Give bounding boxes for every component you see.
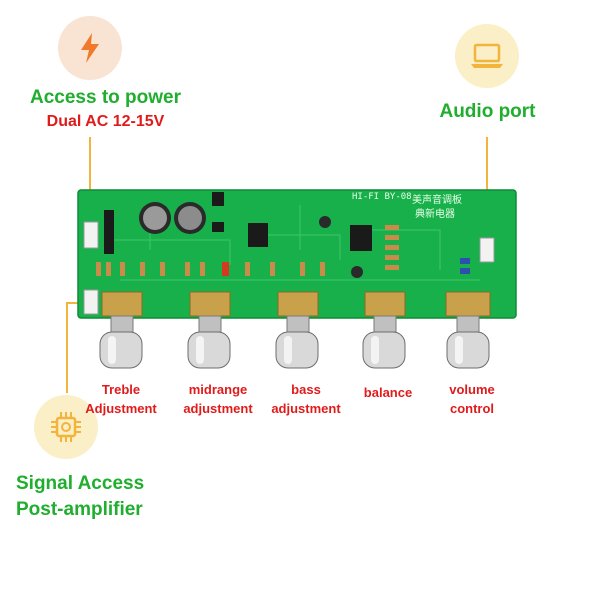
knob-label-line1: midrange: [188, 382, 248, 397]
signal-title-line2: Post-amplifier: [16, 499, 143, 520]
knob-label-line2: control: [449, 401, 495, 416]
power-title: Access to power: [30, 87, 181, 108]
audio-title: Audio port: [439, 101, 536, 122]
knob-label-line1: volume: [449, 382, 495, 397]
knob-label-line2: adjustment: [183, 401, 253, 416]
knob-label-line2: Adjustment: [85, 401, 157, 416]
power-subtitle: Dual AC 12-15V: [46, 113, 165, 130]
lightning-bolt-icon: [81, 33, 99, 63]
signal-leader-line: [66, 303, 68, 393]
signal-icon-circle: [34, 395, 98, 459]
knob-label-treble: Treble Adjustment: [78, 380, 164, 418]
signal-title-line1: Signal Access: [16, 473, 145, 494]
knob-label-volume: volume control: [430, 380, 514, 418]
board-silkscreen-model: HI-FI BY-08: [352, 192, 412, 202]
knob-label-line1: balance: [363, 385, 413, 400]
knob-label-line2: adjustment: [271, 401, 341, 416]
knob-label-bass: bass adjustment: [258, 380, 354, 418]
audio-icon-circle: [455, 24, 519, 88]
audio-leader-line: [486, 137, 488, 210]
power-leader-line: [89, 137, 91, 219]
board-silkscreen-cn-2: 典新电器: [415, 209, 455, 220]
knob-label-midrange: midrange adjustment: [170, 380, 266, 418]
knob-label-line1: Treble: [101, 382, 141, 397]
chip-icon: [51, 412, 81, 442]
laptop-icon: [471, 43, 503, 68]
board-silkscreen-cn-1: 美声音调板: [412, 195, 462, 206]
power-icon-circle: [58, 16, 122, 80]
knob-label-line1: bass: [291, 382, 321, 397]
knob-label-balance: balance: [348, 383, 428, 402]
